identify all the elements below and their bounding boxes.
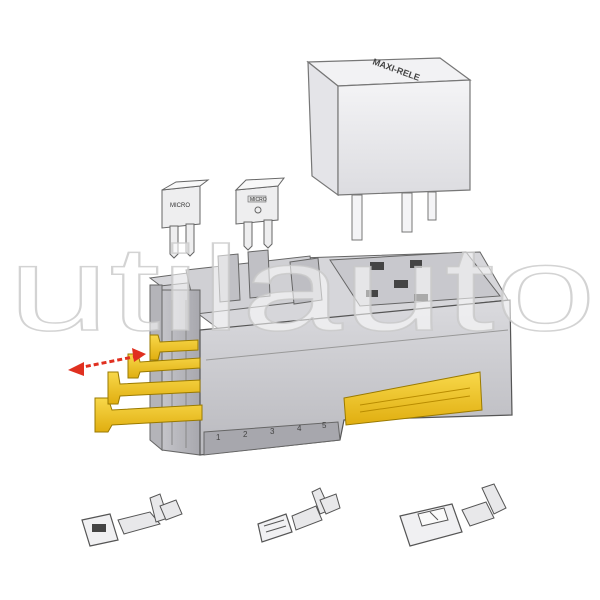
slot-number-5: 5 — [322, 421, 327, 430]
slot-number-4: 4 — [297, 424, 302, 433]
slot-number-1: 1 — [216, 433, 221, 442]
fuse-large-label: MICRO — [250, 197, 267, 203]
fuse-large: MICRO — [234, 177, 286, 251]
relay-pin-mid — [427, 191, 437, 221]
terminal-middle — [257, 487, 341, 543]
watermark: utilauto — [8, 222, 596, 356]
terminal-left — [81, 493, 183, 547]
yellow-clips — [94, 334, 203, 433]
insertion-arrow-icon — [68, 348, 146, 376]
fuse-small: MICRO — [161, 179, 210, 259]
terminal-right — [399, 483, 507, 547]
fuse-box: 1 2 3 4 5 — [148, 249, 513, 456]
yellow-locking-bar — [343, 371, 483, 426]
fuse-small-label: MICRO — [170, 203, 190, 209]
relay-pin-left — [351, 194, 363, 241]
slot-number-2: 2 — [243, 430, 248, 439]
relay: MAXI-RELE — [306, 56, 472, 241]
relay-pin-right — [401, 192, 413, 233]
slot-number-3: 3 — [270, 427, 275, 436]
